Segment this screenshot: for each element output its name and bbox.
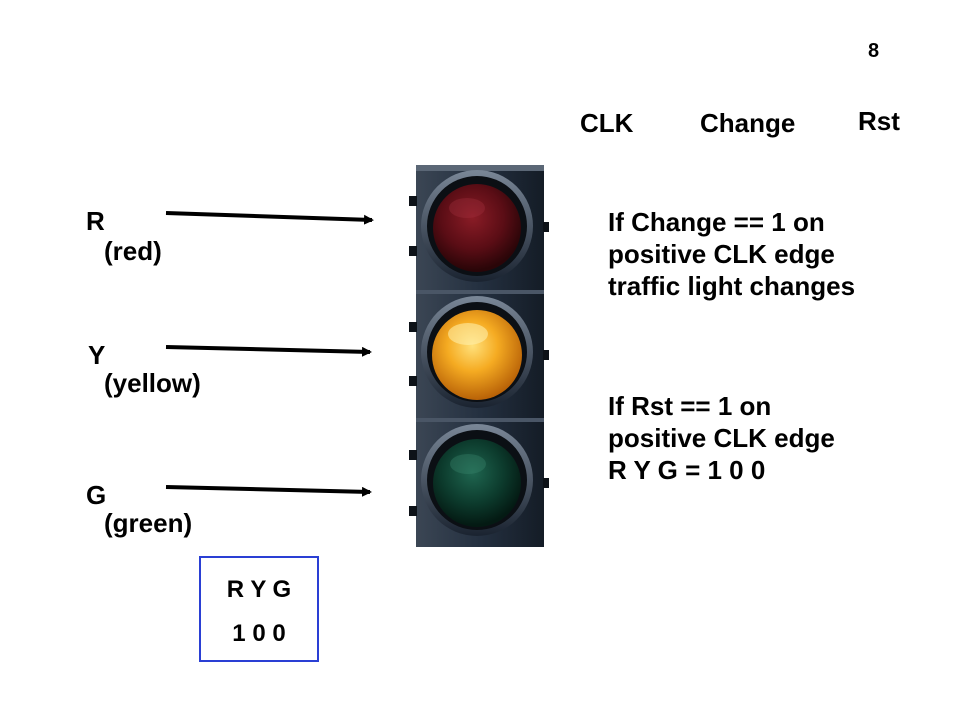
yellow-lamp: [432, 310, 522, 400]
arrow-r: [165, 211, 374, 225]
output-letter-r: R: [86, 206, 105, 236]
page-number: 8: [868, 40, 880, 62]
change-rule-text: If Change == 1 on positive CLK edge traf…: [608, 207, 856, 301]
output-name-yellow: (yellow): [104, 368, 201, 398]
output-letter-g: G: [86, 480, 107, 510]
red-lamp: [433, 184, 521, 272]
rst-signal-label: Rst: [858, 106, 900, 136]
traffic-light: [409, 165, 549, 547]
output-name-red: (red): [104, 236, 162, 266]
output-letter-y: Y: [88, 340, 106, 370]
arrow-g: [165, 485, 372, 497]
state-box-header: R Y G: [226, 576, 292, 603]
arrow-y: [165, 345, 372, 357]
output-name-green: (green): [104, 508, 193, 538]
state-box: R Y G 1 0 0: [199, 556, 319, 662]
clk-signal-label: CLK: [580, 108, 634, 138]
green-lamp: [433, 439, 521, 527]
reset-rule-text: If Rst == 1 on positive CLK edge R Y G =…: [608, 391, 835, 485]
change-signal-label: Change: [700, 108, 796, 138]
state-box-value: 1 0 0: [232, 620, 286, 647]
